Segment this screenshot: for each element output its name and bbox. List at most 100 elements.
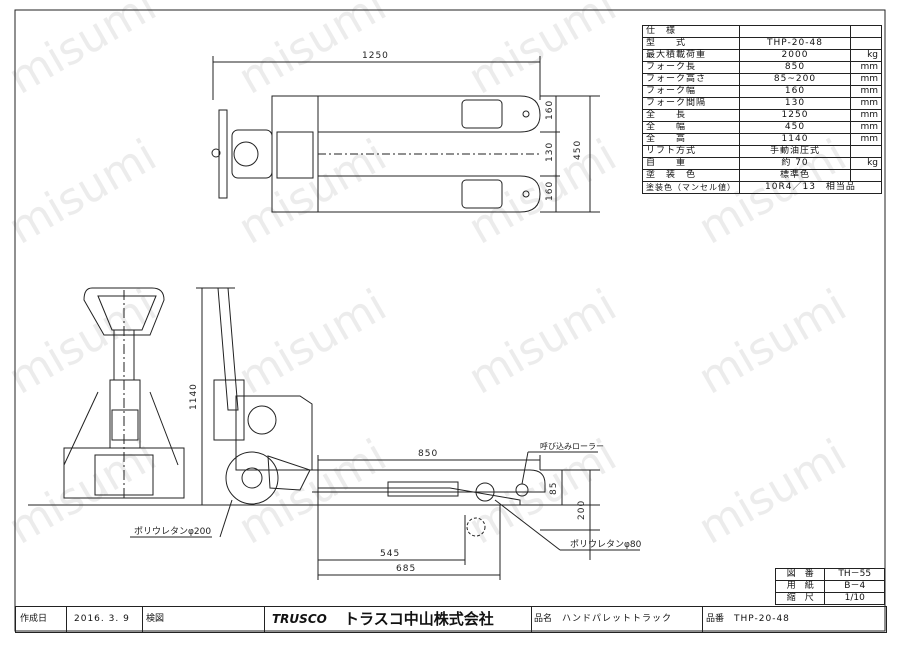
leader-roller <box>521 451 529 485</box>
spec-unit: mm <box>850 121 882 134</box>
product-name: ハンドパレットトラック <box>562 614 673 624</box>
spec-label: 型 式 <box>642 37 740 50</box>
spec-label: 全 長 <box>642 109 740 122</box>
drawing-number-value: B－4 <box>824 580 885 593</box>
watermark-text: misumi <box>460 280 625 405</box>
spec-value: 450 <box>739 121 851 134</box>
spec-unit: mm <box>850 97 882 110</box>
fork-lower <box>318 175 541 213</box>
side-fork-lower <box>318 487 521 505</box>
dim-fork-width-a-label: 160 <box>545 100 555 120</box>
company-name: トラスコ中山株式会社 <box>344 610 494 628</box>
watermark-text: misumi <box>0 0 165 105</box>
spec-label: フォーク高さ <box>642 73 740 86</box>
spec-value: 2000 <box>739 49 851 62</box>
title-block: 作成日 2016. 3. 9 検図 TRUSCO トラスコ中山株式会社 品名 ハ… <box>15 606 887 633</box>
watermark-text: misumi <box>690 280 855 405</box>
spec-row: 塗 装 色標準色 <box>642 169 882 182</box>
side-push-rod <box>387 481 459 497</box>
spec-label: 全 高 <box>642 133 740 146</box>
handle-loop-inner <box>97 295 157 331</box>
top-view <box>211 56 600 213</box>
spec-header-row: 仕 様 <box>642 25 882 38</box>
spec-value: 85~200 <box>739 73 851 86</box>
dim-685-label: 685 <box>396 564 416 574</box>
product-label: 品名 <box>534 614 553 624</box>
side-linkage <box>267 455 311 491</box>
side-handle-bracket <box>213 379 245 441</box>
drawing-number-label: 図 番 <box>774 568 826 581</box>
pump-body-top <box>231 129 273 179</box>
sheet-border <box>14 9 886 632</box>
handle-loop <box>83 287 165 336</box>
spec-label: 塗 装 色 <box>642 169 740 182</box>
spec-unit: kg <box>850 49 882 62</box>
fork-tip-hole <box>522 190 530 198</box>
divider <box>531 607 532 632</box>
watermark-text: misumi <box>460 0 625 105</box>
drawing-number-label: 用 紙 <box>774 580 826 593</box>
drawing-number-value: 1/10 <box>824 592 885 605</box>
spec-label: 全 幅 <box>642 121 740 134</box>
spec-unit: mm <box>850 85 882 98</box>
drawing-number-label: 縮 尺 <box>774 592 826 605</box>
dim-lowered-label: 85 <box>549 482 559 495</box>
dim-raised-label: 200 <box>577 500 587 520</box>
spec-unit: mm <box>850 133 882 146</box>
spec-value: 1140 <box>739 133 851 146</box>
spec-unit <box>850 37 882 50</box>
watermark-text: misumi <box>460 130 625 255</box>
approval-label: 検図 <box>146 614 165 624</box>
top-view-dims: 1250 450 160 130 160 <box>362 51 583 201</box>
leader-load-wheel <box>494 499 561 551</box>
frame-center <box>276 131 314 179</box>
spec-value: 130 <box>739 97 851 110</box>
spec-label: 塗装色（マンセル値） <box>642 181 740 194</box>
company-logo: TRUSCO <box>272 612 327 626</box>
dim-fork-gap-label: 130 <box>545 142 555 162</box>
main-wheel <box>225 451 279 505</box>
fork-tip-hole <box>522 110 530 118</box>
dim-height-label: 1140 <box>189 383 199 410</box>
watermark-text: misumi <box>230 280 395 405</box>
created-value: 2016. 3. 9 <box>74 614 130 624</box>
spec-row: リフト方式手動油圧式 <box>642 145 882 158</box>
spec-label: フォーク長 <box>642 61 740 74</box>
spec-value: 160 <box>739 85 851 98</box>
front-view <box>63 287 185 500</box>
handle-pivot <box>211 148 221 158</box>
dim-fork-width-b-label: 160 <box>545 181 555 201</box>
pump-wheel-top <box>233 141 259 167</box>
side-pump-detail <box>247 405 277 435</box>
watermark-text: misumi <box>230 130 395 255</box>
fork-roller-upper <box>461 99 503 129</box>
dim-width-label: 450 <box>573 140 583 160</box>
created-label: 作成日 <box>20 614 48 624</box>
pump-legs <box>63 391 179 466</box>
spec-value: 約 70 <box>739 157 851 170</box>
spec-unit: mm <box>850 61 882 74</box>
spec-value: 1250 <box>739 109 851 122</box>
drawing-number-value: TH－55 <box>824 568 885 581</box>
spec-header: 仕 様 <box>642 25 740 38</box>
spec-label: リフト方式 <box>642 145 740 158</box>
side-view <box>130 287 640 580</box>
side-view-labels: 1140 850 85 200 545 685 呼び込みローラー ポリウレタンφ… <box>134 383 642 574</box>
dim-545-label: 545 <box>380 549 400 559</box>
watermark-text: misumi <box>0 130 165 255</box>
